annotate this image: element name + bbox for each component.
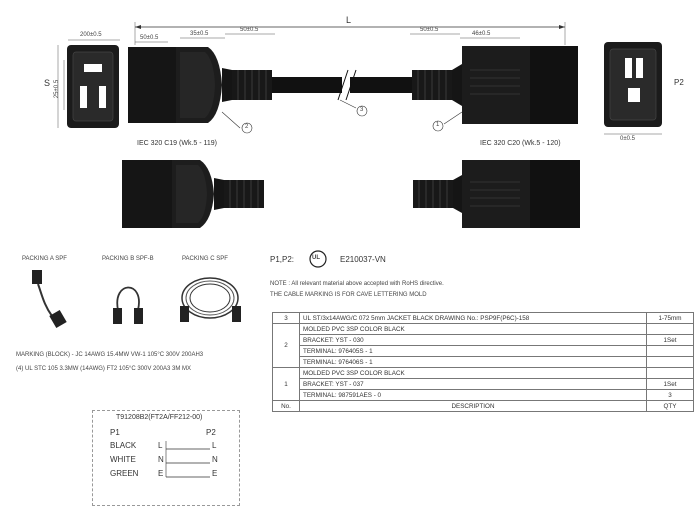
c20-side-b-dim: 46±0.5 — [472, 31, 491, 37]
packing-c-label: PACKING C SPF — [182, 256, 228, 262]
note-line-1: NOTE : All relevant material above accep… — [270, 281, 444, 287]
ul-mark: UL — [312, 255, 320, 261]
overall-length-label: L — [346, 15, 352, 25]
table-row: 1 MOLDED PVC 3SP COLOR BLACK — [272, 367, 694, 401]
wiring-p1-pin: E — [158, 469, 164, 478]
c19-side-b-dim: 35±0.5 — [190, 31, 209, 37]
right-connector-name: IEC 320 C20 (Wk.5 - 120) — [480, 140, 561, 147]
bom-no: 1 — [272, 367, 300, 401]
wiring-color: WHITE — [110, 455, 136, 464]
c19-side-a-dim: 50±0.5 — [140, 35, 159, 41]
wiring-p2-pin: N — [212, 455, 218, 464]
bom-qty — [646, 323, 694, 335]
c19-width-dim: 200±0.5 — [80, 32, 102, 38]
bom-qty — [646, 356, 694, 368]
table-row: TERMINAL: 976405S - 1 — [273, 345, 694, 357]
cable-marking-2: (4) UL STC 105 3.3MW (14AWG) FT2 105°C 3… — [16, 366, 192, 372]
bom-no: 3 — [272, 312, 300, 324]
c19-height-dim: 25±0.5 — [54, 79, 61, 99]
callout-2: 2 — [245, 124, 249, 130]
note-line-2: THE CABLE MARKING IS FOR CAVE LETTERING … — [270, 292, 427, 298]
callout-1: 1 — [436, 122, 440, 128]
bom-desc: TERMINAL: 976406S - 1 — [299, 356, 647, 368]
p2-label: P2 — [674, 78, 684, 87]
bom-header-no: No. — [272, 400, 300, 412]
cert-label: P1,P2: — [270, 255, 295, 264]
table-row: 3 UL ST/3x14AWG/C 072 5mm JACKET BLACK D… — [272, 312, 694, 324]
wiring-p1-header: P1 — [110, 428, 120, 437]
wiring-color: BLACK — [110, 441, 137, 450]
bom-qty — [646, 345, 694, 357]
height-label: S — [44, 78, 51, 88]
bom-qty: 1Set — [646, 378, 694, 390]
wiring-p2-pin: E — [212, 469, 218, 478]
wiring-part-no: T91208B2(FT2A/FF212-00) — [116, 414, 203, 421]
packing-b-label: PACKING B SPF-B — [102, 256, 154, 262]
wiring-p2-pin: L — [212, 441, 217, 450]
bom-desc: UL ST/3x14AWG/C 072 5mm JACKET BLACK DRA… — [299, 312, 647, 324]
bom-desc: MOLDED PVC 3SP COLOR BLACK — [299, 367, 647, 379]
wiring-color: GREEN — [110, 469, 139, 478]
table-row: TERMINAL: 976406S - 1 — [273, 356, 694, 368]
bom-table: 3 UL ST/3x14AWG/C 072 5mm JACKET BLACK D… — [272, 312, 694, 412]
table-header-row: No. DESCRIPTION QTY — [272, 400, 694, 412]
c20-left-dim: 0±0.5 — [620, 136, 635, 142]
bom-desc: TERMINAL: 987591AES - 0 — [299, 389, 647, 401]
wiring-p1-pin: L — [158, 441, 163, 450]
bom-no: 2 — [272, 323, 300, 368]
table-row: 2 MOLDED PVC 3SP COLOR BLACK — [272, 323, 694, 368]
table-row: BRACKET: YST - 030 1Set — [273, 334, 694, 346]
bom-qty: 1-75mm — [646, 312, 694, 324]
c19-side-c-dim: 50±0.5 — [240, 27, 259, 33]
wiring-p1-pin: N — [158, 455, 164, 464]
wiring-box — [92, 410, 240, 506]
bom-header-desc: DESCRIPTION — [299, 400, 647, 412]
table-row: TERMINAL: 987591AES - 0 3 — [273, 389, 694, 401]
cable-marking-1: MARKING (BLOCK) - JC 14AWG 15.4MW VW-1 1… — [16, 352, 204, 358]
bom-desc: TERMINAL: 976405S - 1 — [299, 345, 647, 357]
packing-a-label: PACKING A SPF — [22, 256, 67, 262]
bom-desc: BRACKET: YST - 030 — [299, 334, 647, 346]
wiring-p2-header: P2 — [206, 428, 216, 437]
bom-desc: MOLDED PVC 3SP COLOR BLACK — [299, 323, 647, 335]
c20-side-a-dim: 50±0.5 — [420, 27, 439, 33]
callout-3: 3 — [360, 107, 364, 113]
left-connector-name: IEC 320 C19 (Wk.5 - 119) — [137, 140, 218, 147]
bom-qty: 3 — [646, 389, 694, 401]
table-row: BRACKET: YST - 037 1Set — [273, 378, 694, 390]
bom-qty — [646, 367, 694, 379]
bom-desc: BRACKET: YST - 037 — [299, 378, 647, 390]
cert-file-no: E210037-VN — [340, 255, 386, 264]
bom-qty: 1Set — [646, 334, 694, 346]
bom-header-qty: QTY — [646, 400, 694, 412]
